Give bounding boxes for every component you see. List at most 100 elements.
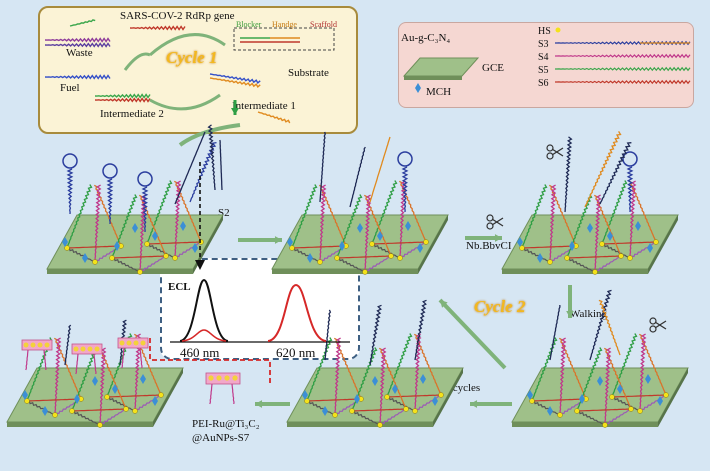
s7-strand: [25, 349, 29, 371]
aunp-dot: [133, 340, 139, 346]
legend-s5: [555, 66, 691, 72]
scene2-tripod2-base: [399, 241, 427, 259]
scissors-icon: [546, 152, 554, 160]
s7-strand: [121, 347, 125, 369]
scene1-tripod1-leg: [93, 184, 122, 247]
scene5-strand: [324, 309, 332, 361]
scene1-tripod2-base: [174, 241, 202, 259]
mch-diamond: [302, 390, 308, 400]
scene4-tripod1-leg: [558, 337, 587, 400]
fuel-strand: [44, 74, 111, 80]
mch-diamond: [657, 396, 663, 406]
intermediate1-label: Intermediate 1: [232, 100, 296, 112]
scene4-tripod3-base: [576, 408, 632, 412]
gene-strand: [129, 25, 186, 31]
arrow-step3-head: [566, 310, 574, 318]
scissors-icon: [486, 214, 494, 222]
mch-diamond: [132, 223, 138, 233]
mch-diamond: [415, 83, 421, 93]
s7-strand: [209, 383, 213, 405]
mch-diamond: [74, 394, 80, 404]
mch-diamond: [372, 376, 378, 386]
scene2-tripod1-anchor: [289, 245, 295, 251]
ti3c2-probe: [117, 337, 149, 349]
ti3c2-probe-legend: [205, 372, 241, 385]
scene1-hairpin-stem: [66, 168, 74, 215]
legend-s4: [555, 53, 691, 59]
scene6-tripod2-base: [106, 394, 162, 398]
scene4-tripod2-leg: [639, 333, 647, 412]
scene5-electrode-side: [433, 368, 463, 427]
scene1-tripod1-anchor: [64, 245, 70, 251]
arrow-step1-head: [274, 236, 282, 244]
scene1-tripod3-leg: [139, 194, 147, 273]
aunp-dot: [232, 375, 238, 381]
scene2-hairpin-loop: [397, 151, 413, 167]
ti3c2-probe: [21, 339, 53, 351]
mch-diamond: [607, 231, 613, 241]
scene6-tripod3-anchor: [123, 406, 129, 412]
mch-diamond: [587, 223, 593, 233]
scene2-tripod2-leg: [371, 180, 398, 245]
scene5-tripod3-anchor: [349, 408, 355, 414]
scene2-tripod3-base: [336, 255, 392, 259]
scene3-tripod2-leg: [601, 180, 628, 245]
scene4-electrode-edge: [512, 422, 658, 427]
aunp-dot: [94, 346, 100, 352]
mch-diamond: [420, 374, 426, 384]
mch-diamond: [180, 221, 186, 231]
legend-electrode: [402, 57, 480, 77]
aunp-dot: [23, 342, 29, 348]
scene5-tripod3-base: [351, 410, 381, 426]
mch-diamond: [307, 253, 313, 263]
scene3-tripod2-leg: [629, 180, 637, 259]
scene3-tripod2-base: [601, 241, 657, 245]
scene3-tripod3-leg: [593, 194, 622, 257]
scene6-tripod1-base: [26, 398, 82, 402]
gene-label: SARS-COV-2 RdRp gene: [120, 10, 235, 22]
mch-diamond: [152, 396, 158, 406]
scene6-tripod2-anchor: [132, 408, 138, 414]
scene6-tripod3-leg: [99, 347, 107, 426]
scene6-tripod2-anchor: [104, 394, 110, 400]
scene2-strand: [349, 146, 366, 208]
arrow-step2-head: [494, 234, 502, 242]
s7-strand: [93, 353, 97, 375]
scene6-tripod3-anchor: [69, 408, 75, 414]
scene2-strand: [369, 136, 391, 203]
scene2-tripod3-leg: [364, 194, 372, 273]
scissors-icon: [654, 321, 667, 330]
scene1-tripod3-anchor: [163, 253, 169, 259]
scene4-tripod3-anchor: [602, 422, 608, 428]
mch-diamond: [527, 390, 533, 400]
scene5-tripod1-anchor: [332, 412, 338, 418]
aunp-dot: [30, 342, 36, 348]
mch-diamond: [152, 231, 158, 241]
scene2-tripod2-base: [371, 241, 427, 245]
arrow-step4-head: [470, 400, 478, 408]
ecl-peak-620: [267, 283, 327, 342]
legend-electrode-edge: [404, 76, 462, 80]
scene3-tripod2-base: [629, 241, 657, 259]
scissors-icon: [551, 148, 564, 157]
mch-diamond: [569, 241, 575, 251]
probe-label-1: PEI-Ru@Ti₃C₂: [192, 418, 260, 430]
mch-diamond: [22, 390, 28, 400]
scene2-tripod2-anchor: [369, 241, 375, 247]
scene5-tripod2-anchor: [384, 394, 390, 400]
s3-label: S3: [538, 39, 549, 50]
fuel-strand-top: [69, 19, 96, 27]
scene4-tripod1-anchor: [529, 398, 535, 404]
scene2-electrode-side: [418, 215, 448, 274]
scene6-strand: [64, 324, 72, 366]
substrate-label: Substrate: [288, 67, 329, 79]
mch-diamond: [62, 237, 68, 247]
probe-label-2: @AuNPs-S7: [192, 432, 250, 444]
scene3-tripod2-anchor: [599, 241, 605, 247]
released-strand: [257, 111, 291, 124]
scene4-tripod1-anchor: [557, 412, 563, 418]
scene5-tripod1-leg: [333, 337, 362, 400]
s7-strand: [231, 383, 235, 405]
mch-diamond: [432, 396, 438, 406]
